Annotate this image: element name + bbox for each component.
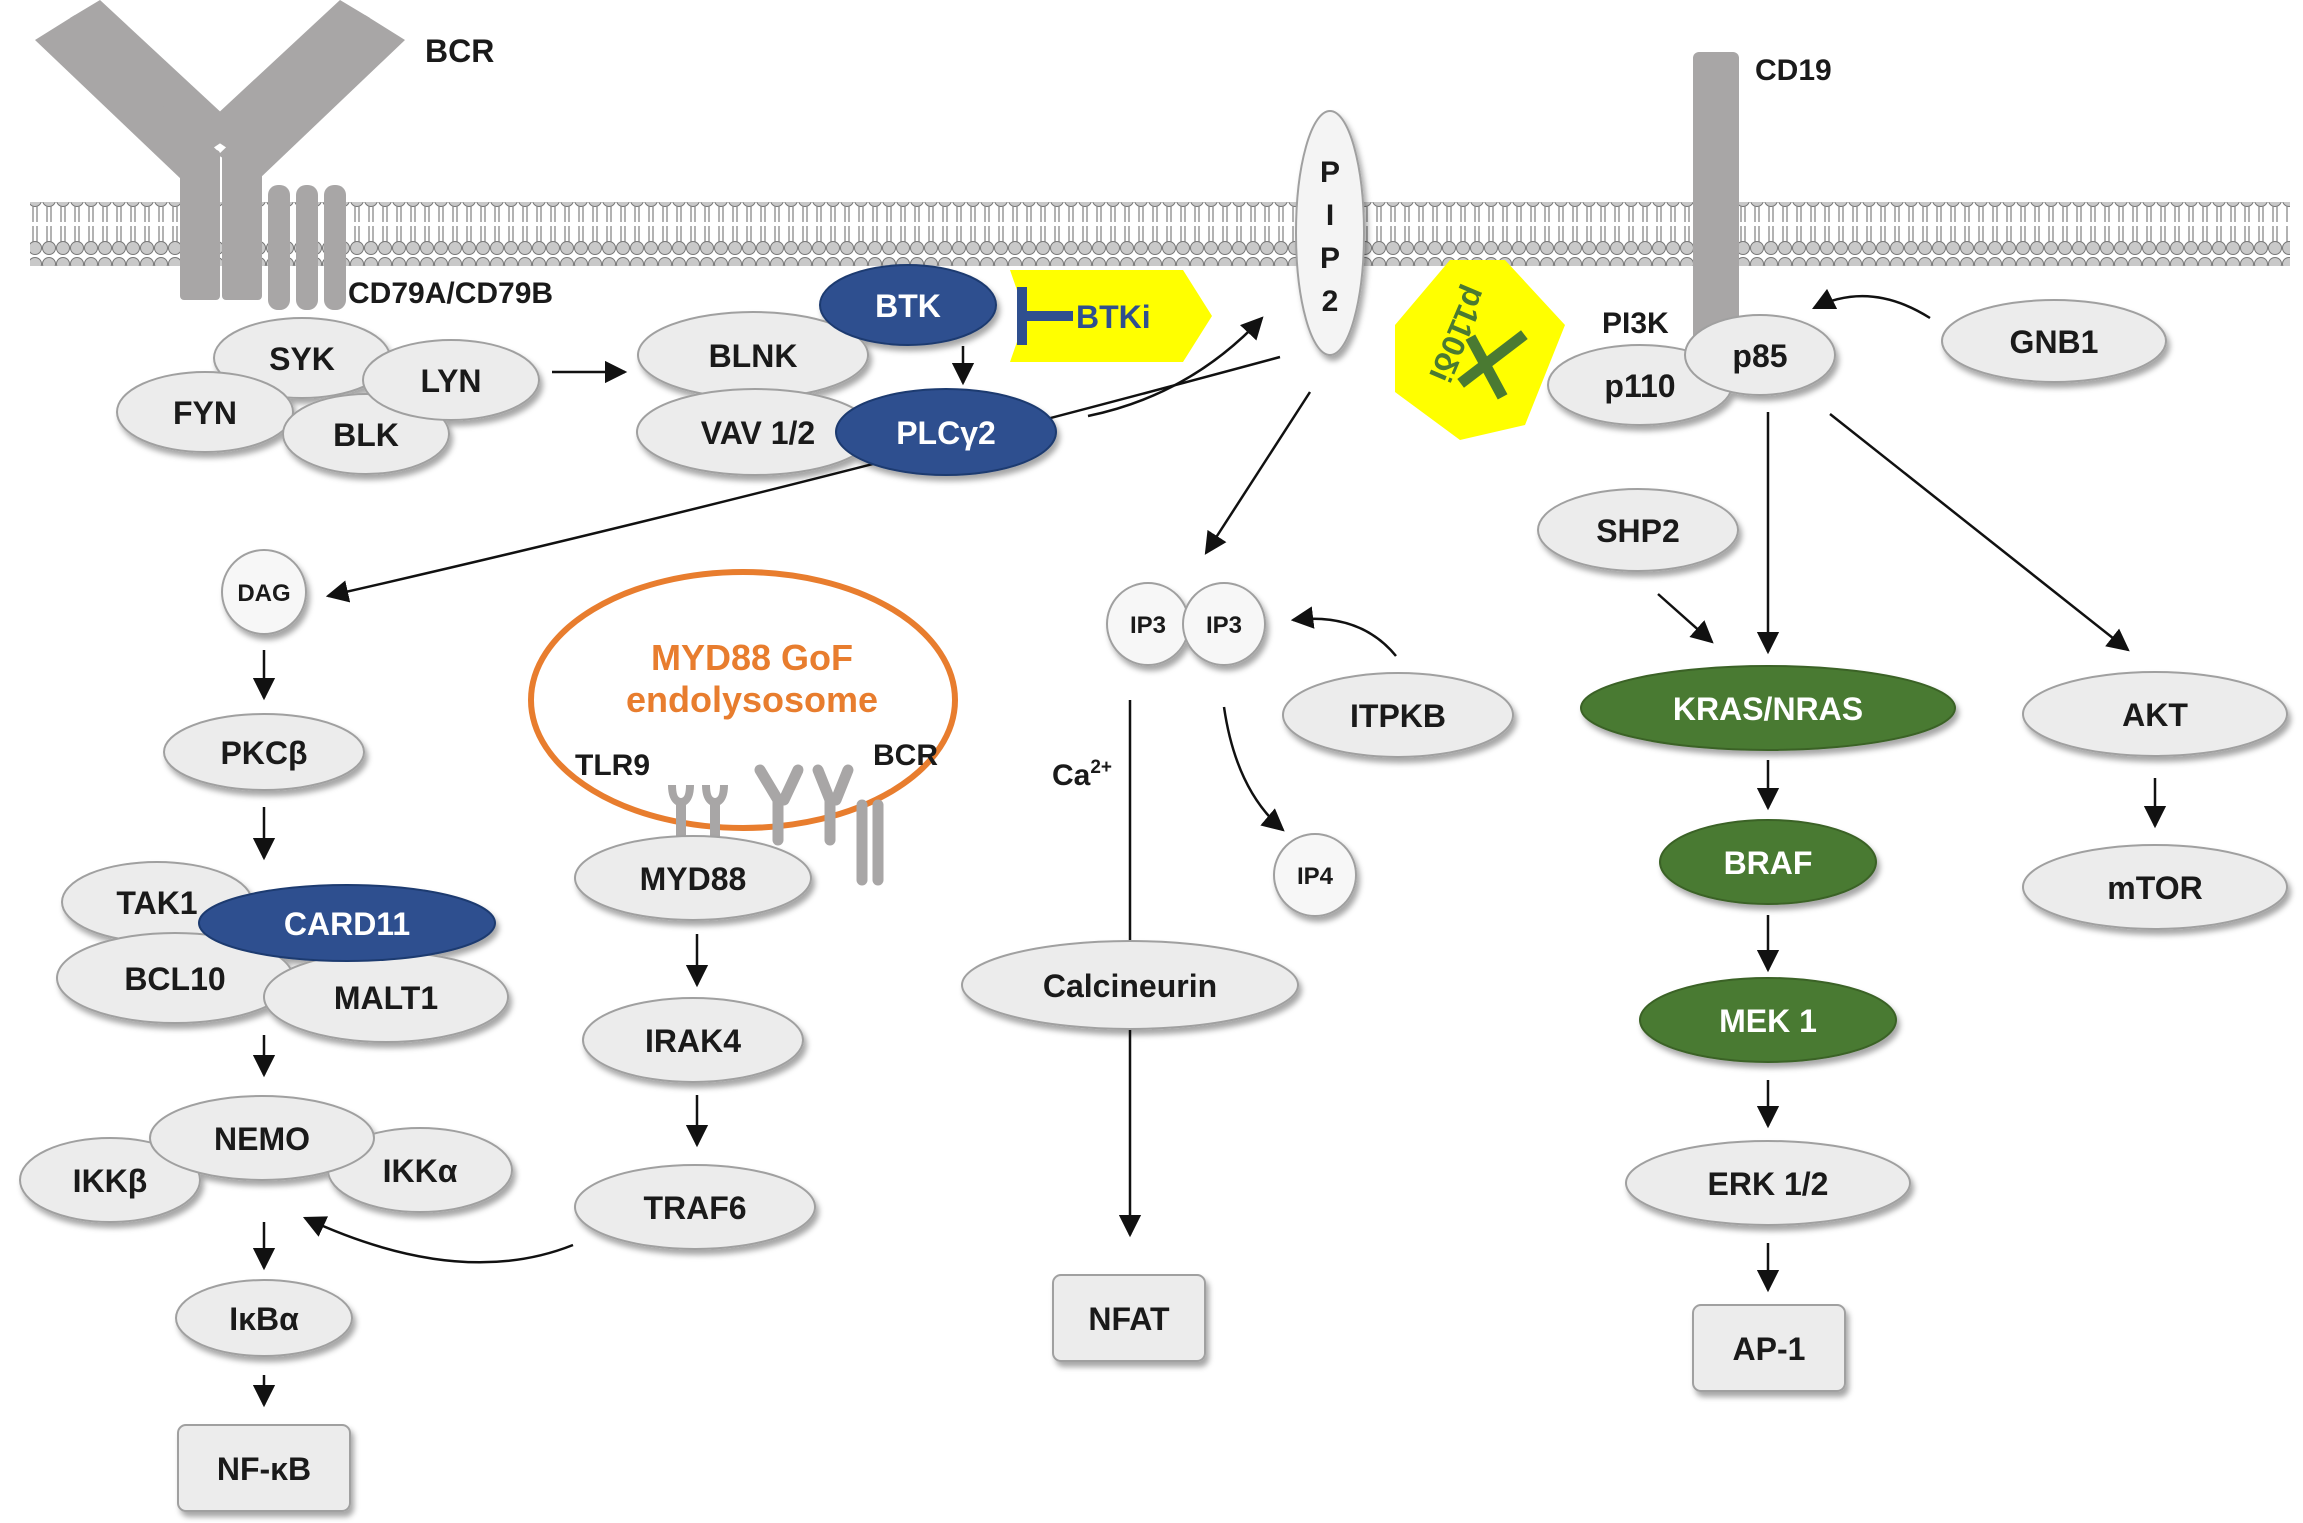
ikba-label: IκBα [229, 1301, 299, 1337]
irak4-node [582, 997, 804, 1083]
akt-label: AKT [2122, 697, 2188, 733]
nemo-label: NEMO [214, 1121, 310, 1157]
btki-inhibitor-badge [1010, 270, 1212, 362]
mek1-node [1639, 977, 1897, 1063]
itpkb-label: ITPKB [1350, 698, 1446, 734]
pip2-letter-2: I [1326, 199, 1334, 232]
plasma-membrane [30, 202, 2290, 266]
gnb1-label: GNB1 [2010, 324, 2099, 360]
ip3-node-right [1182, 582, 1266, 666]
pkcb-label: PKCβ [220, 735, 307, 771]
btki-label: BTKi [1076, 299, 1151, 335]
bcl10-label: BCL10 [124, 961, 225, 997]
ikkb-node [19, 1137, 201, 1223]
pip2-letter-1: P [1320, 156, 1340, 189]
shp2-node [1537, 488, 1739, 572]
bcr-receptor-icon [35, 0, 405, 310]
nfkb-node [177, 1424, 351, 1512]
ikkb-label: IKKβ [73, 1163, 148, 1199]
p85-label: p85 [1732, 338, 1787, 374]
ap1-label: AP-1 [1733, 1331, 1806, 1367]
calcineurin-label: Calcineurin [1043, 968, 1217, 1004]
plcg2-node [835, 388, 1057, 476]
pkcb-node [163, 713, 365, 791]
gnb1-node [1941, 299, 2167, 383]
braf-node [1659, 819, 1877, 905]
calcineurin-node [961, 940, 1299, 1030]
inhibition-t-bar-icon [1017, 287, 1073, 345]
lyn-label: LYN [420, 363, 481, 399]
dag-node [221, 549, 307, 635]
blk-label: BLK [333, 417, 399, 453]
nfat-node [1052, 1274, 1206, 1362]
pathway-arrows [252, 288, 2167, 1408]
kras-nras-node [1580, 665, 1956, 751]
fyn-node [116, 371, 294, 453]
ip4-node [1273, 833, 1357, 917]
p85-node [1684, 314, 1836, 396]
mtor-label: mTOR [2107, 870, 2202, 906]
ikba-node [175, 1279, 353, 1357]
vav-label: VAV 1/2 [701, 415, 815, 451]
calcium-symbol: Ca [1052, 759, 1091, 792]
shp2-label: SHP2 [1596, 513, 1680, 549]
endolysosome-compartment [528, 569, 958, 831]
braf-label: BRAF [1724, 845, 1813, 881]
traf6-node [574, 1164, 816, 1250]
akt-node [2022, 671, 2288, 757]
blnk-label: BLNK [709, 338, 798, 374]
btk-node [819, 264, 997, 346]
tak1-label: TAK1 [116, 885, 197, 921]
btk-label: BTK [875, 288, 941, 324]
malt1-label: MALT1 [334, 980, 438, 1016]
myd88-label: MYD88 [640, 861, 747, 897]
calcium-charge: 2+ [1090, 757, 1112, 778]
pip2-letter-4: 2 [1322, 285, 1339, 318]
cd19-receptor-icon [1693, 52, 1739, 352]
dag-label: DAG [237, 580, 290, 607]
ikka-label: IKKα [383, 1153, 458, 1189]
itpkb-node [1282, 672, 1514, 758]
endolysosome-title-line2: endolysosome [626, 679, 878, 720]
erk-label: ERK 1/2 [1708, 1166, 1829, 1202]
cd79-label: CD79A/CD79B [348, 277, 553, 310]
mtor-node [2022, 844, 2288, 930]
fyn-label: FYN [173, 395, 237, 431]
mek1-label: MEK 1 [1719, 1003, 1817, 1039]
tlr9-label: TLR9 [575, 749, 650, 782]
nemo-node [149, 1095, 375, 1181]
pi3k-label: PI3K [1602, 307, 1669, 340]
pip2-letter-3: P [1320, 242, 1340, 275]
erk-node [1625, 1140, 1911, 1226]
nfkb-label: NF-κB [217, 1451, 311, 1487]
syk-label: SYK [269, 341, 335, 377]
cd19-label: CD19 [1755, 54, 1832, 87]
endo-bcr-label: BCR [873, 739, 938, 772]
irak4-label: IRAK4 [645, 1023, 741, 1059]
card11-label: CARD11 [284, 906, 410, 942]
endolysosome-title-line1: MYD88 GoF [651, 637, 853, 678]
lyn-node [362, 339, 540, 421]
kras-nras-label: KRAS/NRAS [1673, 691, 1863, 727]
ip3-right-label: IP3 [1206, 612, 1242, 639]
endosomal-bcr-receptor-icon [754, 764, 884, 886]
traf6-label: TRAF6 [643, 1190, 746, 1226]
tlr9-receptor-icon [668, 785, 728, 850]
ap1-node [1692, 1304, 1846, 1392]
ip3-left-label: IP3 [1130, 612, 1166, 639]
pip2-node [1295, 110, 1365, 356]
p110-label: p110 [1604, 368, 1675, 404]
plcg2-label: PLCγ2 [896, 415, 996, 451]
calcium-label: Ca2+ [1052, 757, 1112, 792]
nfat-label: NFAT [1088, 1301, 1170, 1337]
inhibition-t-bar-rotated-icon [1457, 330, 1528, 400]
ip4-label: IP4 [1297, 863, 1334, 890]
card11-node [198, 884, 496, 962]
bcr-label: BCR [425, 33, 494, 69]
myd88-node [574, 835, 812, 921]
